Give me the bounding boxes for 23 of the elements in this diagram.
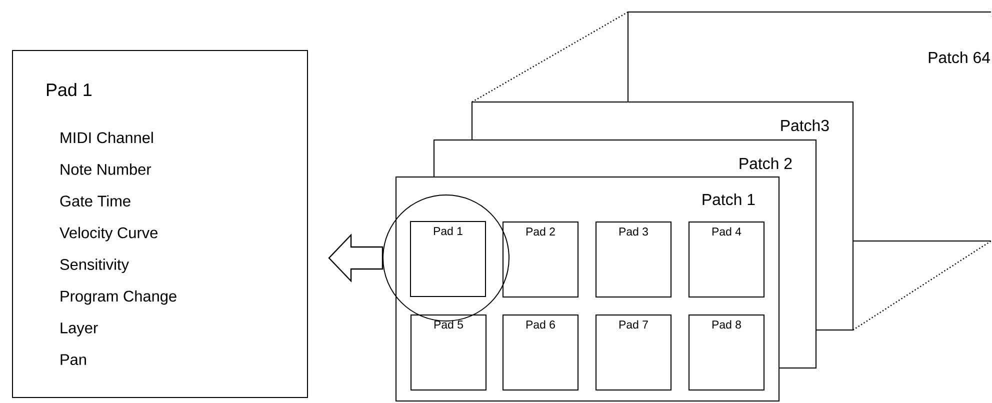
parameter-item: Program Change bbox=[60, 290, 176, 305]
patch-sheet: Patch3 bbox=[781, 119, 829, 132]
parameter-item: Sensitivity bbox=[60, 258, 129, 273]
patch-sheet: Patch 2 bbox=[740, 157, 792, 170]
pad-box: Pad 8 bbox=[688, 314, 764, 390]
pad-box: Pad 3 bbox=[596, 222, 672, 298]
pad-box: Pad 1 bbox=[410, 221, 486, 297]
pad-box: Pad 5 bbox=[410, 314, 486, 390]
pad-box: Pad 4 bbox=[688, 222, 764, 298]
pad-box: Pad 7 bbox=[596, 314, 672, 390]
pad-box: Pad 6 bbox=[502, 314, 578, 390]
info-panel bbox=[12, 50, 308, 398]
parameter-item: MIDI Channel bbox=[60, 132, 153, 144]
patch-sheet: Patch 64 bbox=[928, 51, 990, 64]
magnifier-circle bbox=[382, 194, 510, 322]
panel-heading: Pad 1 bbox=[46, 83, 92, 96]
parameter-item: Gate Time bbox=[60, 195, 130, 207]
parameter-item: Velocity Curve bbox=[60, 226, 158, 242]
parameter-item: Note Number bbox=[60, 164, 152, 175]
parameter-item: Pan bbox=[60, 354, 86, 366]
block-arrow bbox=[328, 234, 384, 282]
parameter-item: Layer bbox=[60, 322, 98, 336]
pad-box: Pad 2 bbox=[502, 222, 578, 298]
